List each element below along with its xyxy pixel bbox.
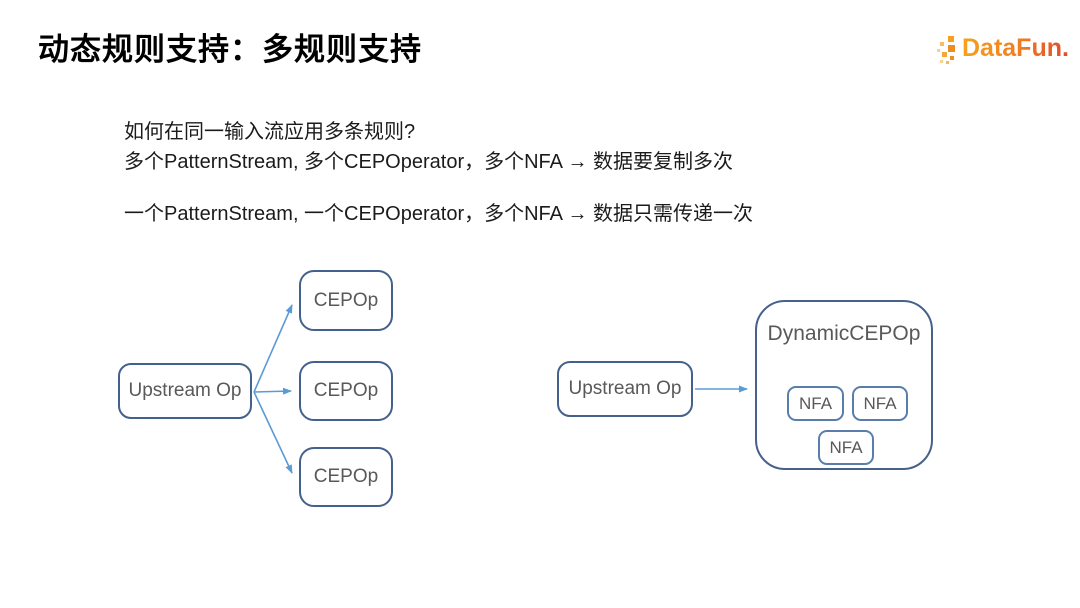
upstream-op-label: Upstream Op <box>568 378 682 399</box>
dynamic-cepop-label: DynamicCEPOp <box>767 322 921 345</box>
cepop-label: CEPOp <box>313 289 379 311</box>
body-line-2: 多个PatternStream, 多个CEPOperator，多个NFA → 数… <box>124 151 734 173</box>
cepop-label: CEPOp <box>313 380 379 401</box>
body-text: 如何在同一输入流应用多条规则? 多个PatternStream, 多个CEPOp… <box>124 117 753 229</box>
body-line-3: 一个PatternStream, 一个CEPOperator，多个NFA → 数… <box>124 203 754 225</box>
dynamic-cepop-container: DynamicCEPOp NFA NFA NFA <box>755 300 933 470</box>
cepop-box-1: CEPOp <box>299 270 393 331</box>
logo-pixel-cluster <box>937 36 955 64</box>
nfa-box-3: NFA <box>818 430 874 465</box>
nfa-label: NFA <box>863 393 897 413</box>
arrow-upstream-to-cepop3 <box>253 391 293 474</box>
logo-text: DataFun. <box>962 34 1069 62</box>
datafun-logo: DataFun. <box>936 30 1069 70</box>
upstream-op-label: Upstream Op <box>128 380 242 401</box>
upstream-op-box-left: Upstream Op <box>118 363 252 419</box>
nfa-label: NFA <box>798 393 833 413</box>
body-line-1: 如何在同一输入流应用多条规则? <box>124 121 416 143</box>
upstream-op-box-right: Upstream Op <box>557 361 693 417</box>
nfa-box-1: NFA <box>787 386 844 421</box>
arrow-upstream-to-cepop2 <box>253 387 292 395</box>
cepop-box-2: CEPOp <box>299 361 393 421</box>
arrow-upstream-to-cepop1 <box>253 304 293 393</box>
nfa-box-2: NFA <box>852 386 908 421</box>
cepop-label: CEPOp <box>313 466 379 487</box>
cepop-box-3: CEPOp <box>299 447 393 507</box>
nfa-label: NFA <box>829 437 863 457</box>
slide-title: 动态规则支持：多规则支持 <box>38 32 422 67</box>
